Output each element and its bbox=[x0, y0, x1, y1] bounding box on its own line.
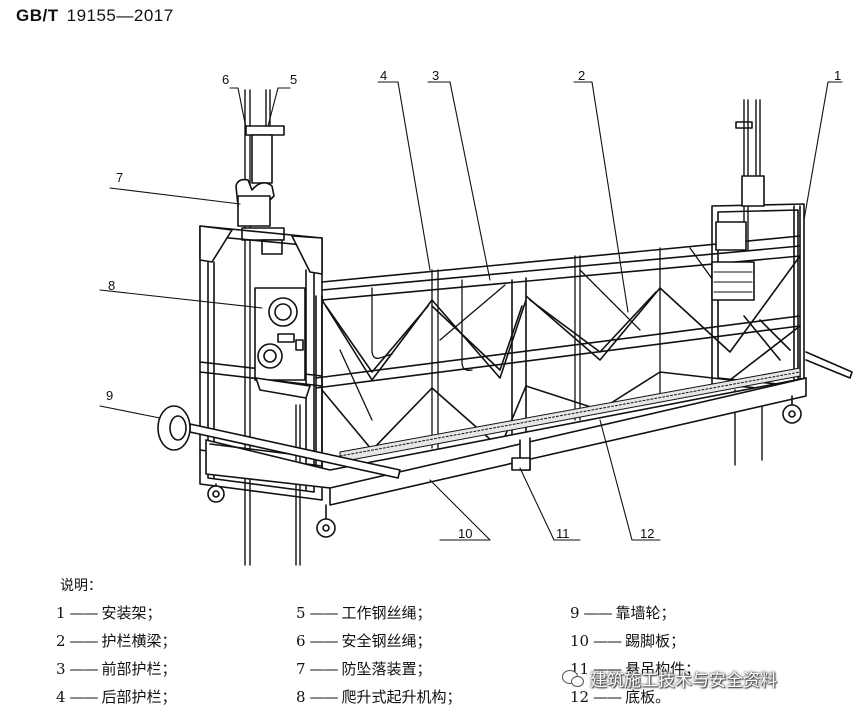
front-guardrail bbox=[315, 205, 801, 471]
callout-7: 7 bbox=[116, 170, 123, 185]
callout-2: 2 bbox=[578, 68, 585, 83]
legend: 1——安装架； 2——护栏横梁； 3——前部护栏； 4——后部护栏； 5——工作… bbox=[56, 598, 846, 710]
legend-item-label: 前部护栏； bbox=[101, 660, 177, 678]
callout-9: 9 bbox=[106, 388, 113, 403]
legend-item-number: 8 bbox=[296, 688, 306, 706]
callout-4: 4 bbox=[380, 68, 387, 83]
legend-item: 9——靠墙轮； bbox=[570, 604, 676, 622]
legend-item: 7——防坠落装置； bbox=[296, 660, 432, 678]
callout-5: 5 bbox=[290, 72, 297, 87]
legend-item-label: 踢脚板； bbox=[625, 632, 686, 650]
legend-item-label: 靠墙轮； bbox=[615, 604, 676, 622]
legend-item-label: 底板。 bbox=[625, 688, 671, 706]
legend-item-number: 3 bbox=[56, 660, 66, 678]
standard-prefix: GB/T bbox=[16, 6, 59, 25]
standard-code: GB/T 19155—2017 bbox=[16, 6, 174, 26]
climbing-hoist bbox=[254, 287, 311, 399]
callout-6: 6 bbox=[222, 72, 229, 87]
watermark-text: 建筑施工技术与安全资料 bbox=[590, 670, 777, 691]
guardrail-top bbox=[315, 235, 801, 389]
callout-11: 11 bbox=[556, 526, 570, 541]
legend-item: 3——前部护栏； bbox=[56, 660, 177, 678]
callout-8: 8 bbox=[108, 278, 115, 293]
left-rope-hardware bbox=[235, 125, 285, 255]
castors bbox=[207, 395, 802, 538]
legend-title: 说明： bbox=[60, 578, 102, 594]
legend-item-number: 6 bbox=[296, 632, 306, 650]
legend-item: 5——工作钢丝绳； bbox=[296, 604, 432, 622]
legend-item-label: 悬吊构件； bbox=[625, 660, 701, 678]
legend-item: 12——底板。 bbox=[570, 688, 671, 706]
legend-item: 11——悬吊构件； bbox=[570, 660, 701, 678]
legend-item-number: 5 bbox=[296, 604, 306, 622]
legend-item-number: 1 bbox=[56, 604, 66, 622]
legend-item-number: 2 bbox=[56, 632, 66, 650]
legend-item: 6——安全钢丝绳； bbox=[296, 632, 432, 650]
legend-item: 1——安装架； bbox=[56, 604, 162, 622]
leader-lines bbox=[99, 81, 843, 541]
legend-item: 8——爬升式起升机构； bbox=[296, 688, 462, 706]
right-end-frame bbox=[711, 121, 805, 393]
legend-item-label: 安全钢丝绳； bbox=[341, 632, 432, 650]
standard-number: 19155—2017 bbox=[66, 6, 174, 25]
callout-1: 1 bbox=[834, 68, 841, 83]
callout-3: 3 bbox=[432, 68, 439, 83]
watermark: 建筑施工技术与安全资料 bbox=[562, 664, 852, 692]
legend-item-number: 4 bbox=[56, 688, 66, 706]
callout-numbers: 6 5 7 8 9 4 3 2 1 10 11 12 bbox=[106, 68, 841, 541]
callout-12: 12 bbox=[640, 526, 654, 541]
legend-item-number: 9 bbox=[570, 604, 580, 622]
legend-item-label: 工作钢丝绳； bbox=[341, 604, 432, 622]
legend-item-number: 7 bbox=[296, 660, 306, 678]
wechat-icon bbox=[562, 668, 584, 688]
floor-and-toe-board bbox=[205, 367, 807, 506]
legend-item: 4——后部护栏； bbox=[56, 688, 177, 706]
callout-10: 10 bbox=[458, 526, 472, 541]
legend-item-number: 10 bbox=[570, 632, 590, 650]
legend-item: 2——护栏横梁； bbox=[56, 632, 177, 650]
legend-item: 10——踢脚板； bbox=[570, 632, 686, 650]
legend-item-label: 防坠落装置； bbox=[341, 660, 432, 678]
legend-item-label: 安装架； bbox=[101, 604, 162, 622]
legend-item-label: 爬升式起升机构； bbox=[341, 688, 462, 706]
wall-roller bbox=[157, 351, 853, 479]
legend-item-label: 后部护栏； bbox=[101, 688, 177, 706]
legend-item-label: 护栏横梁； bbox=[101, 632, 177, 650]
legend-item-number: 12 bbox=[570, 688, 590, 706]
